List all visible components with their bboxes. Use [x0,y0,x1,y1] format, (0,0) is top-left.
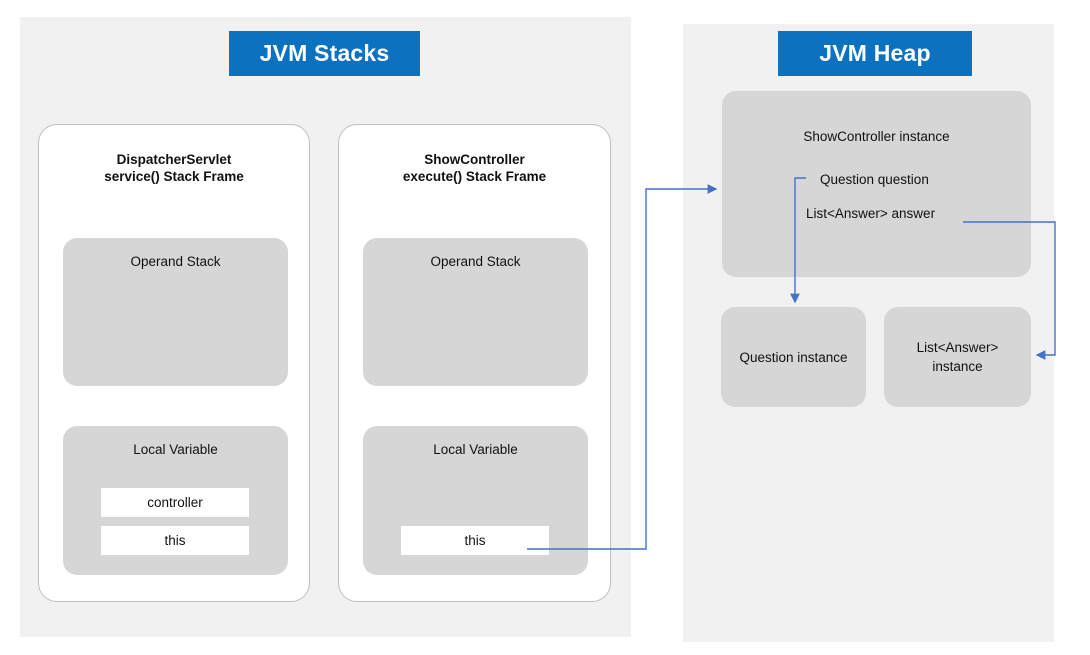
stack-frame-dispatcher-servlet: DispatcherServlet service() Stack Frame … [38,124,310,602]
stack-frame-title-line1: ShowController [424,152,525,167]
heap-object-label: List<Answer> instance [884,338,1031,376]
heap-field-question: Question question [820,172,929,187]
local-variable-box: Local Variable controller this [63,426,288,575]
heap-object-show-controller-instance: ShowController instance Question questio… [722,91,1031,277]
heap-object-list-answer-instance: List<Answer> instance [884,307,1031,407]
stack-frame-title: DispatcherServlet service() Stack Frame [39,151,309,185]
heap-object-label: Question instance [739,350,848,365]
stack-frame-show-controller: ShowController execute() Stack Frame Ope… [338,124,611,602]
heap-object-label: ShowController instance [803,129,950,144]
operand-stack-box: Operand Stack [363,238,588,386]
operand-stack-label: Operand Stack [130,254,221,269]
heap-object-question-instance: Question instance [721,307,866,407]
local-variable-slot-this: this [101,526,249,555]
heap-object-label-line1: List<Answer> [916,340,999,355]
local-variable-label: Local Variable [133,442,218,457]
operand-stack-label: Operand Stack [430,254,521,269]
local-variable-slot-controller: controller [101,488,249,517]
stack-frame-title-line1: DispatcherServlet [116,152,232,167]
stack-frame-title-line2: execute() Stack Frame [402,169,547,184]
heap-object-label-line2: instance [932,359,983,374]
stack-frame-title: ShowController execute() Stack Frame [339,151,610,185]
stack-frame-title-line2: service() Stack Frame [104,169,244,184]
heap-field-answer-list: List<Answer> answer [806,206,936,221]
local-variable-label: Local Variable [433,442,518,457]
operand-stack-box: Operand Stack [63,238,288,386]
jvm-stacks-title-badge: JVM Stacks [229,31,420,76]
jvm-heap-title-badge: JVM Heap [778,31,972,76]
local-variable-box: Local Variable this [363,426,588,575]
local-variable-slot-this: this [401,526,549,555]
